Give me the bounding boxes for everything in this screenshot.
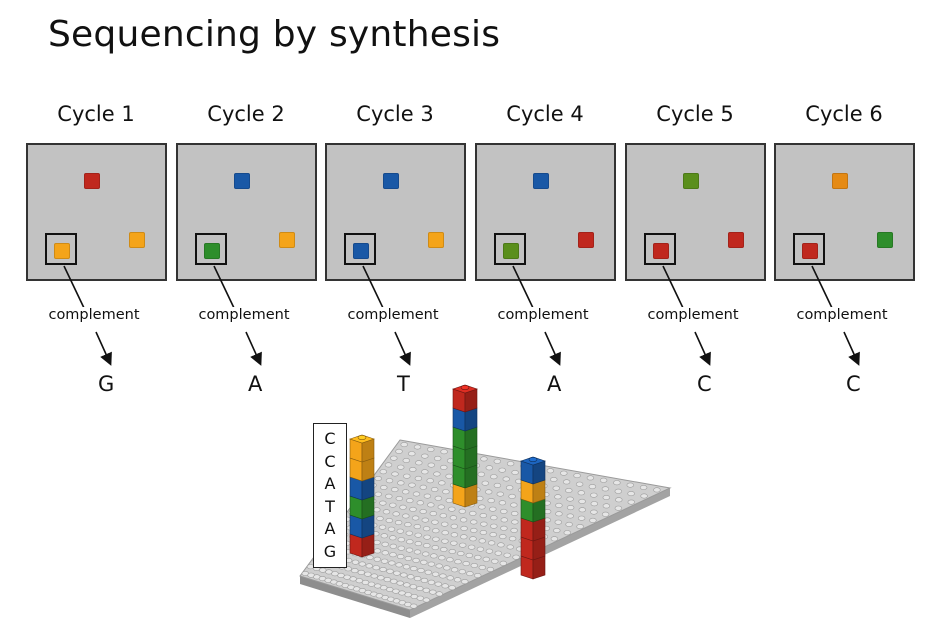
flowcell-image: [475, 143, 616, 281]
top-cluster-spot: [683, 173, 699, 189]
page-title: Sequencing by synthesis: [48, 14, 501, 55]
selected-cluster-spot: [503, 243, 519, 259]
read-letter: G: [323, 541, 337, 561]
top-cluster-spot: [832, 173, 848, 189]
right-cluster-spot: [728, 232, 744, 248]
cycle-label: Cycle 3: [356, 102, 434, 126]
called-base: A: [547, 372, 562, 396]
lego-board: [299, 384, 672, 618]
top-cluster-spot: [533, 173, 549, 189]
right-cluster-spot: [428, 232, 444, 248]
brick-stud: [357, 434, 367, 440]
cycle-label: Cycle 4: [506, 102, 584, 126]
selection-box: [644, 233, 676, 265]
middle-stack: [452, 384, 478, 508]
called-base: G: [98, 372, 115, 396]
read-letter: C: [324, 429, 336, 449]
selection-box: [344, 233, 376, 265]
complement-label: complement: [325, 307, 461, 323]
called-base: T: [397, 372, 410, 396]
called-base: C: [697, 372, 712, 396]
complement-label: complement: [475, 307, 611, 323]
left-stack: [349, 434, 375, 558]
cycle-label: Cycle 5: [656, 102, 734, 126]
complement-label: complement: [774, 307, 910, 323]
right-cluster-spot: [578, 232, 594, 248]
cycle-label: Cycle 1: [57, 102, 135, 126]
complement-label: complement: [26, 307, 162, 323]
right-cluster-spot: [877, 232, 893, 248]
selected-cluster-spot: [802, 243, 818, 259]
selection-box: [45, 233, 77, 265]
brick-stud: [460, 385, 470, 391]
read-letter: A: [324, 474, 336, 494]
cycle-label: Cycle 2: [207, 102, 285, 126]
right-stack: [520, 456, 546, 580]
cycle-label: Cycle 6: [805, 102, 883, 126]
right-cluster-spot: [279, 232, 295, 248]
flowcell-image: [325, 143, 466, 281]
read-letter: C: [324, 451, 336, 471]
flowcell-image: [176, 143, 317, 281]
right-cluster-spot: [129, 232, 145, 248]
selected-cluster-spot: [204, 243, 220, 259]
selection-box: [195, 233, 227, 265]
selection-box: [494, 233, 526, 265]
board-side: [300, 576, 410, 618]
complement-label: complement: [176, 307, 312, 323]
selected-cluster-spot: [54, 243, 70, 259]
called-base: A: [248, 372, 263, 396]
flowcell-image: [774, 143, 915, 281]
selected-cluster-spot: [653, 243, 669, 259]
selected-cluster-spot: [353, 243, 369, 259]
top-cluster-spot: [234, 173, 250, 189]
read-letter: A: [324, 519, 336, 539]
read-letter: T: [325, 496, 335, 516]
lego-board-illustration: [290, 380, 690, 630]
selection-box: [793, 233, 825, 265]
complement-label: complement: [625, 307, 761, 323]
top-cluster-spot: [84, 173, 100, 189]
called-base: C: [846, 372, 861, 396]
flowcell-image: [625, 143, 766, 281]
top-cluster-spot: [383, 173, 399, 189]
brick-stud: [528, 457, 538, 463]
flowcell-image: [26, 143, 167, 281]
